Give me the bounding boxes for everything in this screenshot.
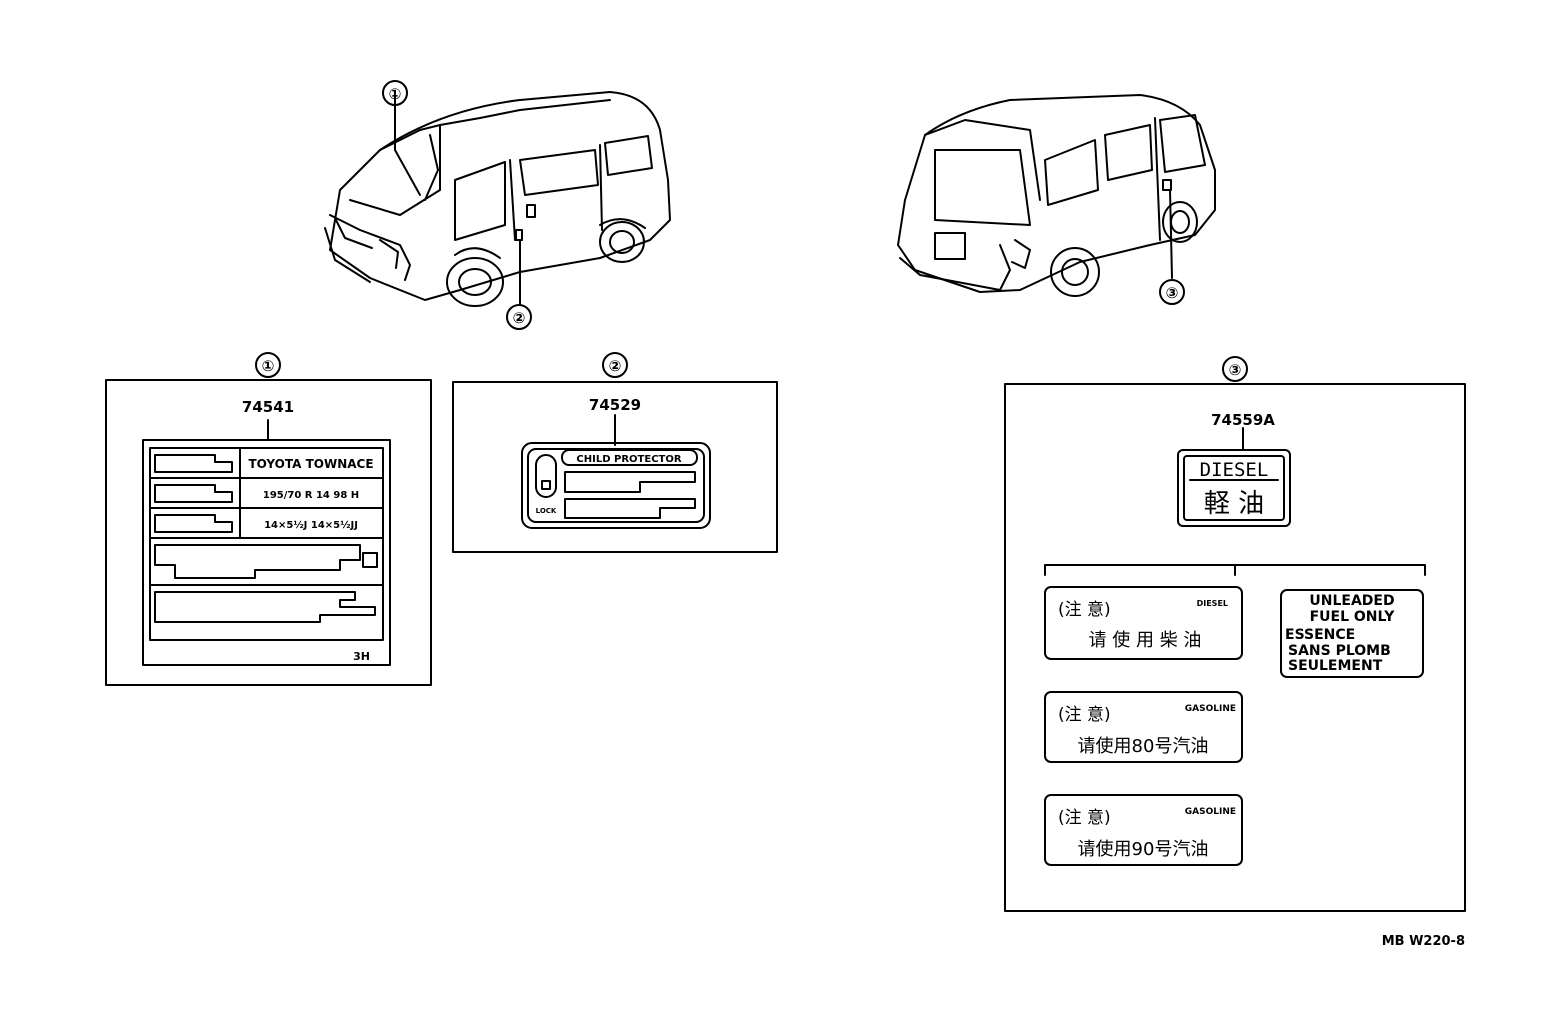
lock-label: LOCK [536,507,557,515]
unleaded-line-2: FUEL ONLY [1310,609,1396,625]
unleaded-line-5: SEULEMENT [1288,658,1383,674]
caution-diesel: (注 意) [1058,600,1111,620]
callout-circle-2 [602,352,628,378]
callout-3-top: ③ [1166,284,1179,302]
caution-gas80: (注 意) [1058,705,1111,725]
callout-circle-1-top [382,80,408,106]
caution-gas90: (注 意) [1058,808,1111,828]
drawing-code: MB W220-8 [1382,934,1465,949]
callout-circle-3-top [1159,279,1185,305]
diesel-label-en: DIESEL [1200,459,1269,481]
part-number-74541: 74541 [242,398,294,416]
label1-row-rim: 14×5½J 14×5½JJ [264,520,358,531]
tag-gasoline-90: GASOLINE [1185,807,1236,817]
callout-circle-2-top [506,304,532,330]
part-number-74559a: 74559A [1211,411,1275,429]
tag-gasoline-80: GASOLINE [1185,704,1236,714]
label1-row-model: TOYOTA TOWNACE [248,457,373,471]
label-panel-1 [105,379,432,686]
cn-gas80-text: 请使用80号汽油 [1078,736,1209,757]
callout-2: ② [609,357,622,375]
tag-diesel: DIESEL [1197,599,1228,608]
unleaded-line-1: UNLEADED [1309,593,1394,609]
unleaded-line-3: ESSENCE [1285,627,1355,643]
unleaded-line-4: SANS PLOMB [1288,643,1391,659]
cn-gas90-text: 请使用90号汽油 [1078,839,1209,860]
callout-1: ① [262,357,275,375]
label1-corner-code: 3H [353,650,370,663]
callout-2-top: ② [513,309,526,327]
van-rear-illustration [897,94,1216,297]
callout-circle-1 [255,352,281,378]
callout-circle-3 [1222,356,1248,382]
label-panel-2 [452,381,778,553]
label1-row-tire: 195/70 R 14 98 H [263,490,359,501]
callout-1-top: ① [389,85,402,103]
cn-diesel-text: 请 使 用 柴 油 [1089,630,1202,651]
label-panel-3 [1004,383,1466,912]
child-protector-title: CHILD PROTECTOR [576,454,681,465]
diesel-label-jp: 軽 油 [1204,489,1264,519]
van-front-illustration [324,91,671,307]
callout-3: ③ [1229,361,1242,379]
part-number-74529: 74529 [589,396,641,414]
